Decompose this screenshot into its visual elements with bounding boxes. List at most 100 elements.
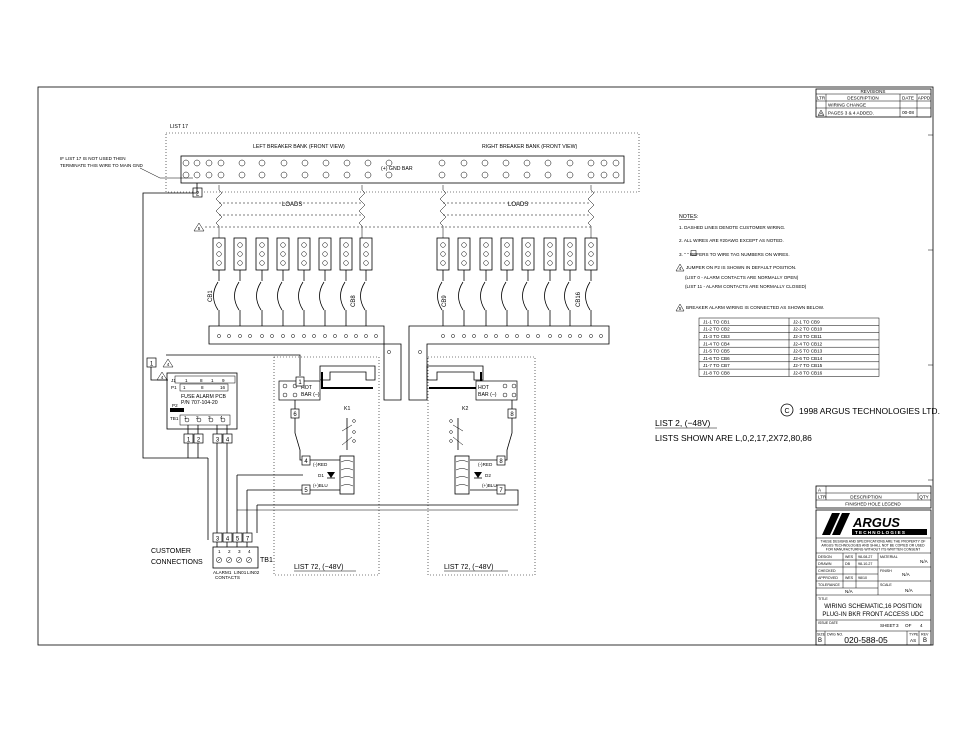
diode-d1-label: D1 xyxy=(318,473,324,478)
finish-value: N/A xyxy=(902,572,911,577)
pcb-tb1-label: TB1 xyxy=(170,416,179,421)
alarm-table-cell: J1-3 TO CB3 xyxy=(703,334,730,339)
gnd-hole xyxy=(322,159,330,167)
notes-block: NOTES: 1. DASHED LINES DENOTE CUSTOMER W… xyxy=(675,214,824,312)
type-value: AS xyxy=(910,638,916,643)
pcb-p1-label: P1 xyxy=(171,385,177,390)
alarm-table-cell: J2-1 TO CB9 xyxy=(793,319,820,324)
load-resistor xyxy=(215,185,223,238)
material-label: MATERIAL xyxy=(880,555,898,559)
warning-num-5: 5 xyxy=(198,226,201,231)
gnd-hole xyxy=(193,159,201,167)
note-4-marker: 4 xyxy=(679,266,682,271)
cb9-label: CB9 xyxy=(442,295,448,307)
wire-tag-k2a: 8 xyxy=(499,459,503,465)
copyright-icon xyxy=(780,403,794,417)
gnd-hole xyxy=(587,171,595,179)
gnd-hole xyxy=(205,159,213,167)
title-line1: WIRING SCHEMATIC,16 POSITION xyxy=(824,604,922,610)
gnd-hole xyxy=(343,171,351,179)
tb-tag-7: 7 xyxy=(246,537,250,543)
right-bank-label: RIGHT BREAKER BANK (FRONT VIEW) xyxy=(482,144,577,150)
breaker xyxy=(457,237,476,338)
pcb-tb-pin1: 1 xyxy=(184,415,187,420)
load-resistor xyxy=(587,185,595,238)
title-label: TITLE xyxy=(818,597,828,601)
wire-tag-k2b: 7 xyxy=(499,488,503,494)
gnd-hole xyxy=(438,171,446,179)
alarm-table-cell: J1-6 TO CB6 xyxy=(703,356,730,361)
breaker xyxy=(359,237,378,338)
breaker xyxy=(563,237,582,338)
breaker xyxy=(297,237,316,338)
lists-shown-text: LISTS SHOWN ARE L,0,2,17,2X72,80,86 xyxy=(655,433,812,443)
wire-tag-gnd-num: 2 xyxy=(196,192,200,198)
breaker xyxy=(584,237,603,338)
bus-bars xyxy=(208,325,610,401)
breaker xyxy=(500,237,519,338)
hot-bar-2-line1: HOT xyxy=(478,385,490,391)
tolerance-label: TOLERANCE xyxy=(818,583,841,587)
sheet-of: OF xyxy=(905,623,912,628)
warning-triangle-5 xyxy=(193,222,205,232)
pcb-name: FUSE ALARM PCB xyxy=(181,394,227,400)
list2-label: LIST 2, (−48V) xyxy=(655,418,711,428)
drawn-by: DB xyxy=(845,562,851,566)
wire-tag-hot-feed: 1 xyxy=(298,380,302,386)
revisions-block: REVISIONS LTR DESCRIPTION DATE APPD WIRI… xyxy=(815,88,932,118)
gnd-hole xyxy=(364,171,372,179)
note-4: JUMPER ON P2 IS SHOWN IN DEFAULT POSITIO… xyxy=(686,265,796,270)
type-label: TYPE xyxy=(909,633,919,637)
list72-left-label: LIST 72, (−48V) xyxy=(294,564,343,571)
alarm-table-cell: J1-7 TO CB7 xyxy=(703,363,730,368)
size-label: SIZE xyxy=(817,633,826,637)
pcb-tb-pin2: 2 xyxy=(196,415,199,420)
drawing-border xyxy=(37,86,934,646)
argus-logo: ARGUS TECHNOLOGIES xyxy=(822,513,927,535)
gnd-hole xyxy=(502,159,510,167)
material-value: N/A xyxy=(920,559,929,564)
approved-date: 98/10 xyxy=(858,576,867,580)
pcb-tag-4: 4 xyxy=(226,438,230,444)
list17-label: LIST 17 xyxy=(170,124,188,130)
pcb-tb-pin3: 3 xyxy=(208,415,211,420)
legend-header-qty: QTY xyxy=(919,495,928,500)
list72-right-label: LIST 72, (−48V) xyxy=(444,564,493,571)
breaker xyxy=(479,237,498,338)
customer-terminal-block: 3 4 5 7 1 2 3 4 TB1 ALARM1 LIN01 LIN02 C… xyxy=(212,532,273,580)
gnd-hole xyxy=(301,171,309,179)
gnd-hole xyxy=(238,171,246,179)
breaker xyxy=(543,237,562,338)
gnd-hole xyxy=(343,159,351,167)
gnd-hole xyxy=(523,171,531,179)
tb1-sub-contacts: CONTACTS xyxy=(215,575,240,580)
gnd-hole xyxy=(322,171,330,179)
wire-tag-hot2: 8 xyxy=(510,412,514,418)
alarm-table-cell: J1-5 TO CB5 xyxy=(703,349,730,354)
tb1-pin1: 1 xyxy=(218,549,221,554)
gnd-hole xyxy=(217,171,225,179)
pcb-j1-pin8: 8 xyxy=(200,378,203,383)
breaker xyxy=(255,237,274,338)
alarm-table-cell: J2-8 TO CB16 xyxy=(793,371,823,376)
pcb-j1-pin1: 1 xyxy=(185,378,188,383)
revisions-title: REVISIONS xyxy=(860,89,885,94)
copyright-glyph: C xyxy=(784,408,789,415)
gnd-hole xyxy=(364,159,372,167)
tb-tag-5: 5 xyxy=(236,537,240,543)
load-resistor xyxy=(439,185,447,238)
design-label: DESIGN xyxy=(818,555,832,559)
wire-tag-hot1: 6 xyxy=(293,412,297,418)
alarm-table-cell: J1-1 TO CB1 xyxy=(703,319,730,324)
tb1-pin3: 3 xyxy=(238,549,241,554)
tb-tag-3: 3 xyxy=(216,537,220,543)
gnd-hole xyxy=(258,171,266,179)
gnd-hole xyxy=(385,159,393,167)
customer-label-line1: CUSTOMER xyxy=(151,548,191,555)
alarm-table-cell: J2-7 TO CB15 xyxy=(793,363,823,368)
gnd-hole xyxy=(481,171,489,179)
loads-left-label: LOADS xyxy=(282,202,302,208)
cb16-label: CB16 xyxy=(576,291,582,307)
wire-tag-pcb: 1 xyxy=(150,362,154,368)
